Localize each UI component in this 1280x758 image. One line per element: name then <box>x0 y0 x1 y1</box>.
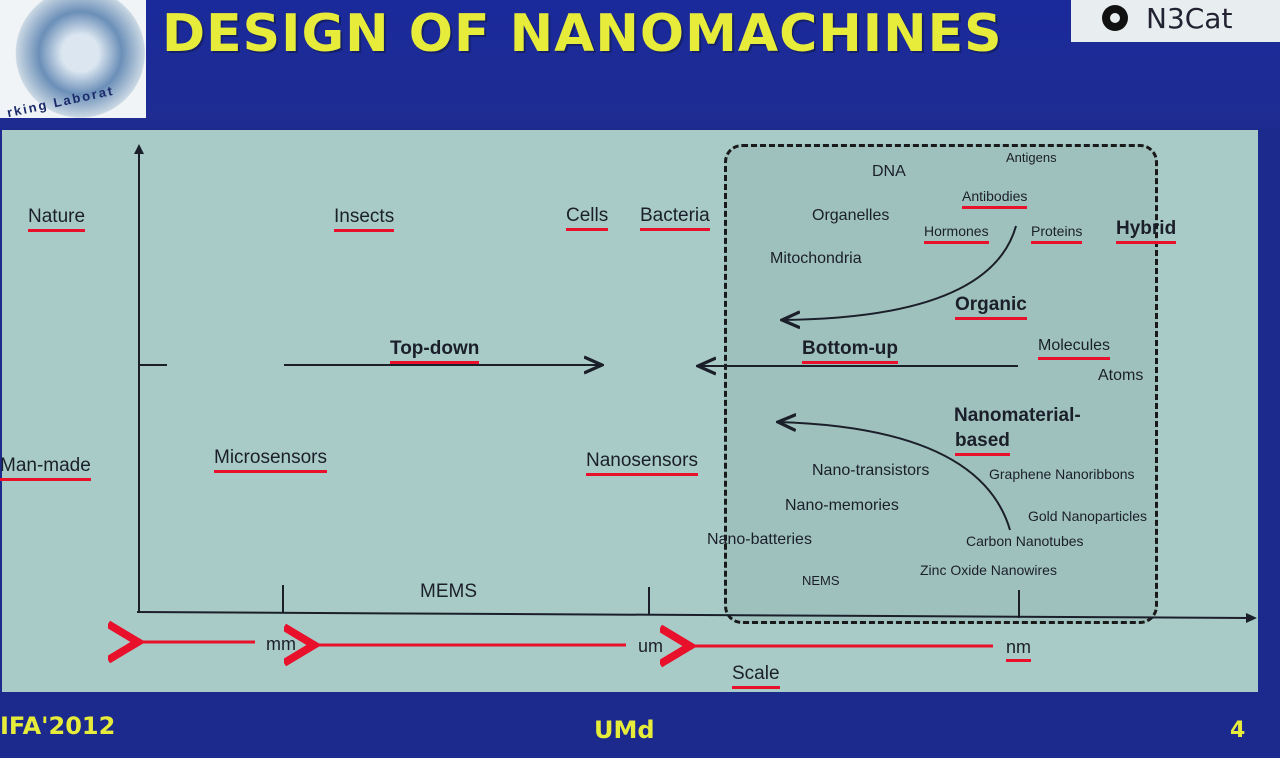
label-atoms: Atoms <box>1098 367 1144 384</box>
scale-um: um <box>638 636 664 656</box>
label-antigens: Antigens <box>1006 150 1057 165</box>
label-top-down: Top-down <box>390 339 480 364</box>
label-nanomaterial: Nanomaterial- <box>954 405 1081 426</box>
label-graphene: Graphene Nanoribbons <box>989 466 1135 482</box>
scale-mm: mm <box>266 634 296 654</box>
y-axis-arrowhead <box>134 144 144 154</box>
x-axis <box>136 611 1251 619</box>
label-nano-transistors: Nano-transistors <box>812 462 930 479</box>
label-nano-batteries: Nano-batteries <box>707 531 812 548</box>
page-number: 4 <box>1230 718 1246 743</box>
label-molecules: Molecules <box>1038 338 1111 360</box>
scale-label: Scale <box>732 664 780 689</box>
label-nems: NEMS <box>802 573 840 588</box>
brand-name: N3Cat <box>1146 2 1233 35</box>
label-cells: Cells <box>566 206 609 231</box>
n3cat-logo-icon <box>1102 5 1128 31</box>
slide-title: DESIGN OF NANOMACHINES <box>162 4 1003 64</box>
nano-region-box <box>724 144 1158 624</box>
label-gold: Gold Nanoparticles <box>1028 508 1148 524</box>
footer-institution: UMd <box>594 716 655 744</box>
label-insects: Insects <box>334 207 395 232</box>
organic-arrow <box>782 225 1017 320</box>
scale-nm: nm <box>1006 638 1032 662</box>
label-man-made: Man-made <box>0 456 91 481</box>
label-organic: Organic <box>955 295 1027 320</box>
label-hormones: Hormones <box>924 224 989 244</box>
label-nanosensors: Nanosensors <box>586 451 698 476</box>
label-nano-memories: Nano-memories <box>785 497 899 514</box>
label-zinc: Zinc Oxide Nanowires <box>920 562 1057 578</box>
label-antibodies: Antibodies <box>962 189 1028 209</box>
x-axis-arrowhead <box>1246 613 1257 623</box>
label-carbon: Carbon Nanotubes <box>966 533 1084 549</box>
slide-canvas <box>2 130 1258 692</box>
header-band <box>0 0 1280 128</box>
nanomaterial-arrow <box>778 422 1011 531</box>
label-bottom-up: Bottom-up <box>802 339 899 364</box>
label-microsensors: Microsensors <box>214 448 327 473</box>
label-based: based <box>955 431 1010 456</box>
label-organelles: Organelles <box>812 207 890 224</box>
label-hybrid: Hybrid <box>1116 219 1177 244</box>
label-nature: Nature <box>28 207 86 232</box>
label-proteins: Proteins <box>1031 224 1083 244</box>
label-mems: MEMS <box>420 581 477 602</box>
label-bacteria: Bacteria <box>640 206 710 231</box>
lab-logo: rking Laborat <box>0 0 146 118</box>
label-dna: DNA <box>872 163 906 180</box>
label-mitochondria: Mitochondria <box>770 250 862 267</box>
footer-event: IFA'2012 <box>0 712 116 740</box>
